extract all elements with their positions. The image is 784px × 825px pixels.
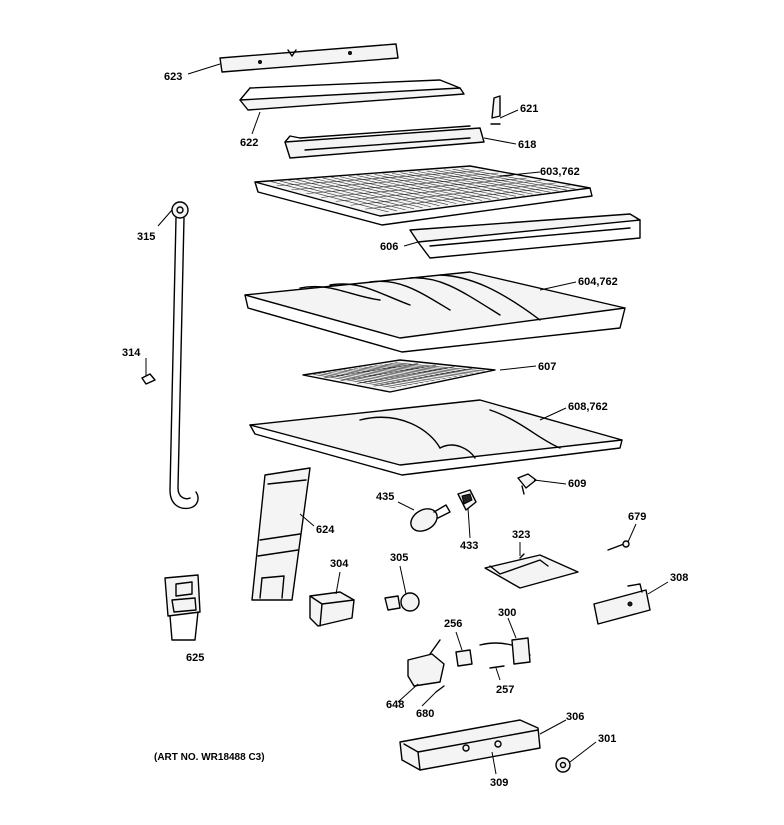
part-604-upper-shelf[interactable] [244,271,626,353]
label-315: 315 [137,231,155,243]
label-300: 300 [498,607,516,619]
part-607-mesh-filter[interactable] [302,359,496,393]
label-306: 306 [566,711,584,723]
part-609-clip[interactable] [517,473,537,495]
label-618: 618 [518,139,536,151]
leader-lines [145,63,669,775]
label-603-762: 603,762 [540,166,580,178]
label-604-762: 604,762 [578,276,618,288]
label-309: 309 [490,777,508,789]
part-625-control-box[interactable] [164,574,201,641]
part-603-grill-shelf[interactable] [254,165,593,226]
label-257: 257 [496,684,514,696]
part-624-divider-panel[interactable] [251,467,311,601]
label-305: 305 [390,552,408,564]
part-433-socket[interactable] [457,489,477,511]
label-433: 433 [460,540,478,552]
part-314-pin[interactable] [141,373,156,385]
label-622: 622 [240,137,258,149]
label-621: 621 [520,103,538,115]
label-624: 624 [316,524,335,536]
part-648-module[interactable] [407,639,445,687]
part-618-channel[interactable] [284,125,485,159]
part-606-rail[interactable] [409,213,641,259]
label-304: 304 [330,558,349,570]
part-623-top-strip[interactable] [219,43,399,73]
part-323-bracket[interactable] [484,553,579,589]
label-625: 625 [186,652,204,664]
label-648: 648 [386,699,404,711]
part-622-cover-bracket[interactable] [239,79,465,111]
part-301-grommet[interactable] [555,757,571,773]
part-680-screw[interactable] [435,685,445,693]
part-306-mounting-bracket[interactable] [399,719,541,771]
part-621-clip[interactable] [490,95,501,125]
label-607: 607 [538,361,556,373]
label-323: 323 [512,529,530,541]
part-608-lower-shelf[interactable] [249,399,623,476]
label-314: 314 [122,347,141,359]
label-623: 623 [164,71,182,83]
label-435: 435 [376,491,394,503]
label-679: 679 [628,511,646,523]
label-608-762: 608,762 [568,401,608,413]
part-315-drain-tube[interactable] [169,201,199,510]
part-308-bracket[interactable] [593,583,651,625]
part-679-screw[interactable] [607,540,630,551]
label-680: 680 [416,708,434,720]
part-300-harness[interactable] [479,637,531,665]
part-435-lamp-bulb[interactable] [407,504,451,535]
label-256: 256 [444,618,462,630]
label-308: 308 [670,572,688,584]
label-609: 609 [568,478,586,490]
part-305-timer[interactable] [384,592,420,612]
part-304-relay[interactable] [309,591,355,627]
part-257-screw[interactable] [489,665,505,669]
callout-labels: 623 621 622 618 603,762 315 606 604,762 … [122,71,688,789]
label-301: 301 [598,733,616,745]
label-606: 606 [380,241,398,253]
art-number: (ART NO. WR18488 C3) [154,752,265,763]
part-256-switch[interactable] [455,649,473,667]
